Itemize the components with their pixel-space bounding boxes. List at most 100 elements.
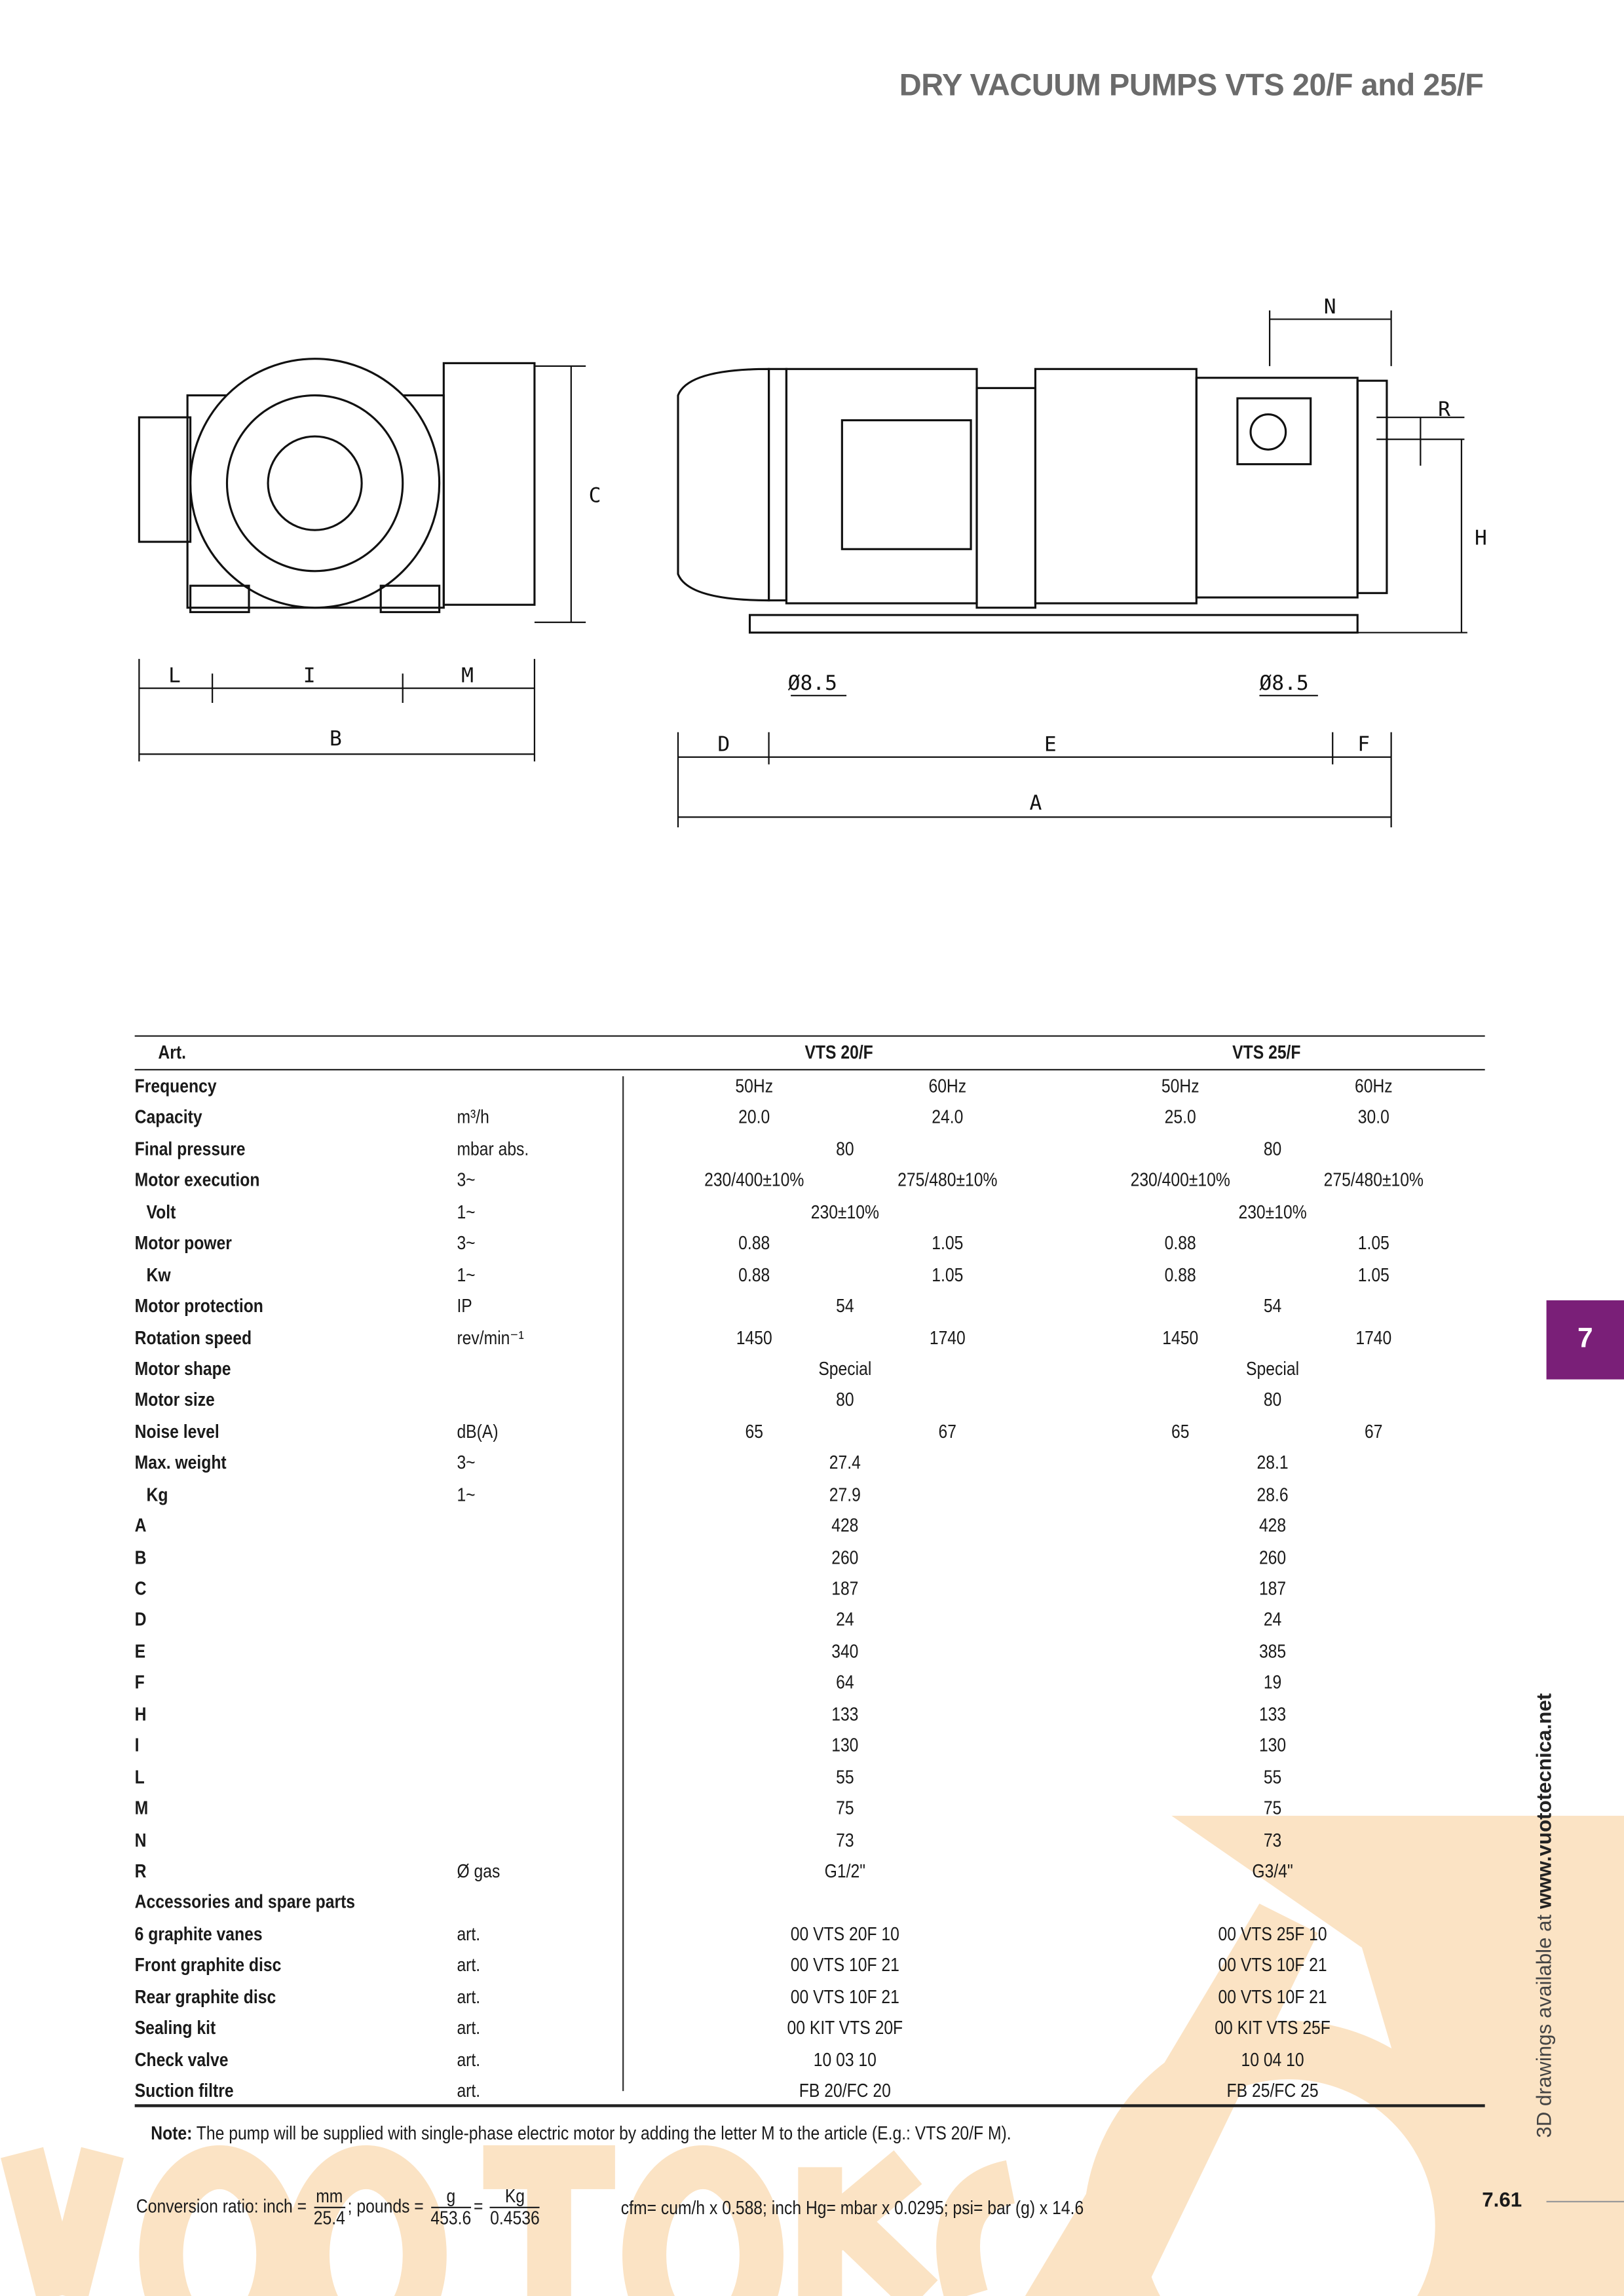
row-value: 340 <box>831 1640 859 1662</box>
row-unit: 1~ <box>457 1482 476 1505</box>
row-value: 230/400±10% <box>1130 1169 1230 1192</box>
row-value: 230/400±10% <box>704 1169 804 1192</box>
row-value: 27.9 <box>829 1482 861 1505</box>
row-value: 130 <box>1258 1734 1287 1756</box>
row-value: G3/4" <box>1252 1859 1293 1882</box>
section-tab[interactable]: 7 <box>1546 1300 1624 1380</box>
table-row: Kg 1~ 27.9 28.6 <box>135 1478 1485 1510</box>
dim-label-h: H <box>1475 527 1487 550</box>
row-value: 0.88 <box>1164 1263 1196 1285</box>
side-text-label: 3D drawings available at <box>1532 1909 1555 2138</box>
row-label: E <box>134 1640 146 1662</box>
note: Note: The pump will be supplied with sin… <box>151 2122 1011 2144</box>
row-value: 75 <box>836 1796 854 1819</box>
row-value: 385 <box>1258 1640 1287 1662</box>
row-label: H <box>134 1703 147 1725</box>
frac-mm: mm <box>313 2185 345 2208</box>
row-value: 19 <box>1263 1671 1282 1693</box>
row-unit: 3~ <box>457 1451 476 1474</box>
table-bottom-rule <box>134 2104 1485 2107</box>
dim-label-m: M <box>461 664 474 688</box>
row-value: 80 <box>1263 1137 1282 1160</box>
row-unit: art. <box>457 2016 481 2039</box>
row-value: 0.88 <box>1164 1232 1196 1254</box>
row-value: 00 KIT VTS 20F <box>787 2016 903 2039</box>
row-unit: art. <box>457 2079 481 2101</box>
column-divider <box>622 1076 624 2092</box>
row-label: Suction filtre <box>134 2079 234 2101</box>
row-value: 20.0 <box>738 1106 770 1129</box>
model-header-vts25f: VTS 25/F <box>1232 1041 1301 1063</box>
row-value: 1.05 <box>1357 1232 1389 1254</box>
conversion-prefix: Conversion ratio: inch = <box>136 2194 307 2217</box>
row-label: I <box>134 1734 140 1756</box>
row-label: Max. weight <box>134 1451 227 1474</box>
row-unit: 1~ <box>457 1200 476 1223</box>
website-link[interactable]: www.vuototecnica.net <box>1532 1693 1555 1910</box>
row-value: 1450 <box>1162 1326 1199 1348</box>
row-value: 24.0 <box>932 1106 964 1129</box>
row-value: 28.6 <box>1256 1482 1289 1505</box>
row-value: 67 <box>1365 1420 1383 1442</box>
dim-label-e: E <box>1044 733 1057 757</box>
row-value: 64 <box>836 1671 854 1693</box>
row-label: Motor protection <box>134 1294 263 1317</box>
row-unit: art. <box>457 2048 481 2070</box>
row-value: 428 <box>1258 1514 1287 1537</box>
row-label: M <box>134 1796 149 1819</box>
row-value: 54 <box>836 1294 854 1317</box>
row-label: Motor execution <box>134 1169 260 1192</box>
frac-mm-div: 25.4 <box>313 2206 345 2229</box>
row-value: 0.88 <box>738 1263 770 1285</box>
row-label: Motor power <box>134 1232 232 1254</box>
row-value: 25.0 <box>1164 1106 1196 1129</box>
row-value: 1740 <box>1355 1326 1392 1348</box>
dim-label-b: B <box>330 727 342 751</box>
row-label: Motor size <box>134 1388 215 1411</box>
row-value: G1/2" <box>824 1859 865 1882</box>
row-value: 65 <box>745 1420 763 1442</box>
art-header: Art. <box>158 1041 186 1063</box>
row-value: 00 VTS 10F 21 <box>790 1985 899 2008</box>
row-value: FB 20/FC 20 <box>799 2079 891 2101</box>
hole-diameter-right: Ø8.5 <box>1259 671 1308 695</box>
row-value: 00 VTS 10F 21 <box>1218 1985 1327 2008</box>
row-label: N <box>134 1828 147 1851</box>
row-label: Sealing kit <box>134 2016 216 2039</box>
row-value: 230±10% <box>1238 1200 1307 1223</box>
row-label: Kg <box>146 1482 168 1505</box>
row-value: 230±10% <box>810 1200 879 1223</box>
row-unit: art. <box>457 1953 481 1976</box>
row-label: Rotation speed <box>134 1326 252 1348</box>
dim-label-d: D <box>717 733 730 757</box>
row-unit: 3~ <box>457 1232 476 1254</box>
frac-g: g <box>430 2185 472 2208</box>
row-value: 00 KIT VTS 25F <box>1215 2016 1331 2039</box>
row-value: 260 <box>1258 1545 1287 1568</box>
page-title: DRY VACUUM PUMPS VTS 20/F and 25/F <box>899 69 1484 103</box>
row-unit: IP <box>457 1294 472 1317</box>
row-label: Capacity <box>134 1106 202 1129</box>
row-value: 1.05 <box>932 1263 964 1285</box>
row-value: 260 <box>831 1545 859 1568</box>
row-value: 67 <box>938 1420 957 1442</box>
table-row: Accessories and spare parts <box>135 1887 1485 1918</box>
row-label: L <box>134 1765 145 1788</box>
row-value: 73 <box>836 1828 854 1851</box>
